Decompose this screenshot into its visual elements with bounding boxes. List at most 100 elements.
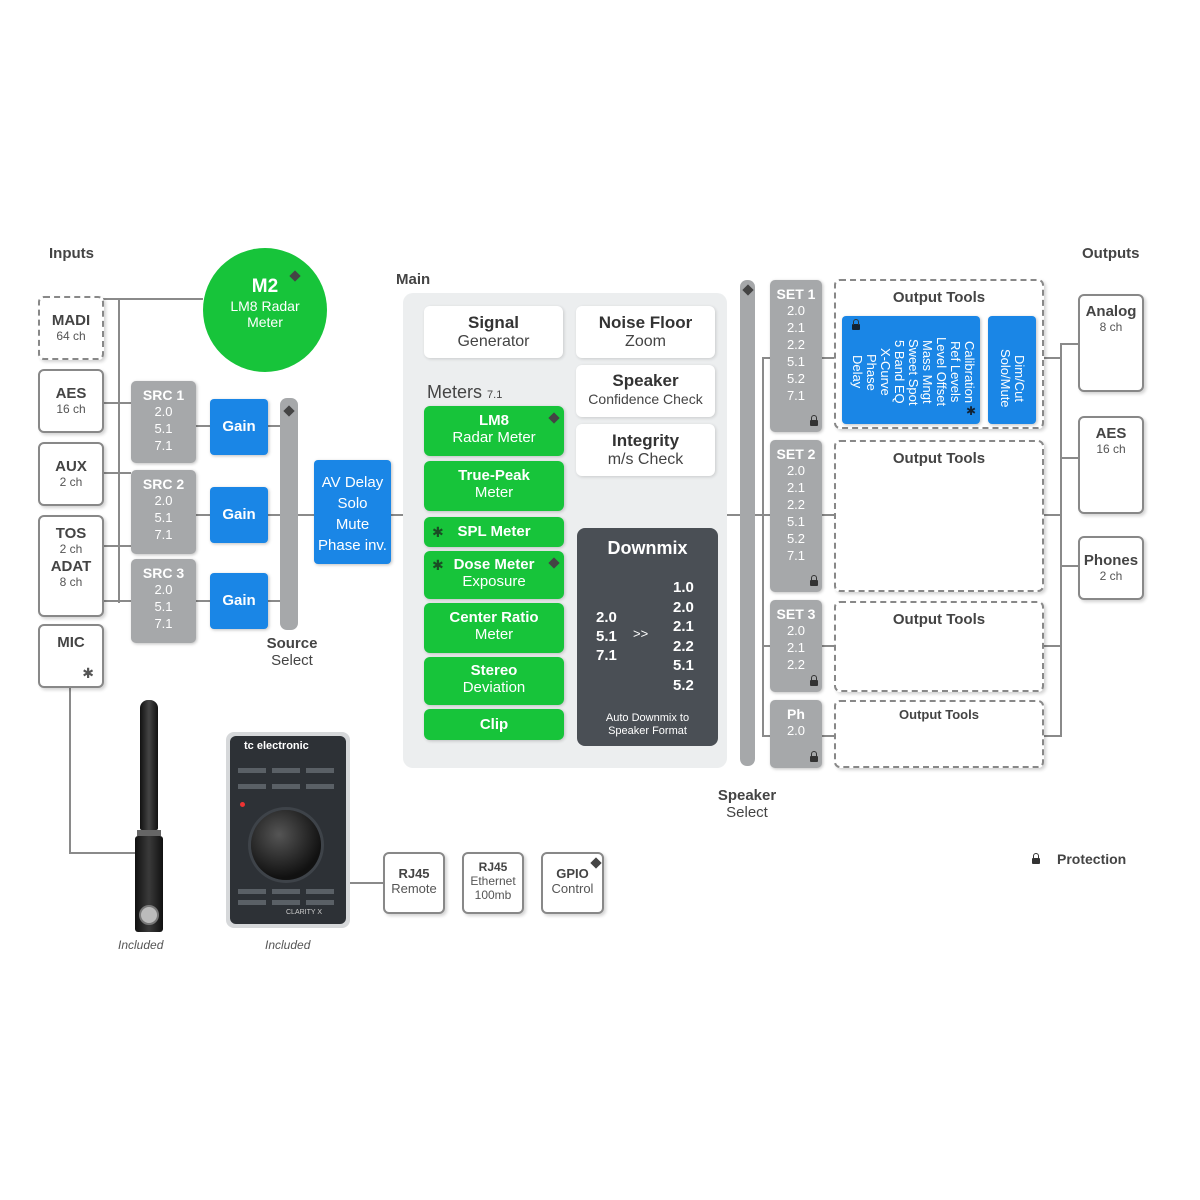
controller-button-row [236,887,340,911]
output-analog: Analog 8 ch [1078,294,1144,392]
speaker-set-1[interactable]: SET 1 2.0 2.1 2.2 5.1 5.2 7.1 [770,280,822,432]
tool-solo-mute: Solo/Mute [998,348,1013,408]
downmix-note-line2: Speaker Format [608,725,687,737]
output-tools-2: Output Tools [834,440,1044,592]
meter-dose-sub: Exposure [462,573,526,590]
output-tools-2-title: Output Tools [892,450,986,467]
asterisk-icon: ✱ [432,524,444,540]
meters-title: Meters [427,382,483,402]
rj45-ethernet-speed: 100mb [474,888,512,902]
signal-generator-sub: Generator [457,333,530,350]
meter-true-peak[interactable]: True-Peak Meter [424,461,564,511]
av-delay-box[interactable]: AV Delay Solo Mute Phase inv. [314,460,391,564]
tool-calibration: Calibration [962,340,977,404]
set-ph-title: Ph [787,706,805,722]
source-3-title: SRC 3 [142,565,185,581]
downmix-to-item: 5.2 [673,676,694,694]
indicator-led [240,802,245,807]
speaker-set-2[interactable]: SET 2 2.0 2.1 2.2 5.1 5.2 7.1 [770,440,822,592]
meter-clip-title: Clip [479,716,509,733]
meter-center-ratio[interactable]: Center Ratio Meter [424,603,564,653]
lock-icon [810,575,818,586]
tool-dim-cut: Dim/Cut [1012,354,1027,402]
input-madi-title: MADI [51,312,91,329]
tools-list-box[interactable]: Delay Phase X-Curve 5 Band EQ Sweet Spot… [842,316,980,424]
meter-stereo-sub: Deviation [462,679,526,696]
controller-knob [251,810,321,880]
meters-sup: 7.1 [487,389,503,401]
meter-lm8-radar[interactable]: LM8 Radar Meter [424,406,564,456]
gain-button-3[interactable]: Gain [210,573,268,629]
meter-stereo-title: Stereo [470,662,518,679]
gain-button-2[interactable]: Gain [210,487,268,543]
tool-sweet-spot: Sweet Spot [906,338,921,406]
set-1-format: 2.2 [786,337,806,352]
meter-center-ratio-title: Center Ratio [449,609,539,626]
rj45-remote: RJ45 Remote [383,852,445,914]
tool-phase: Phase [864,353,879,391]
set-3-format: 2.0 [786,623,806,638]
lock-icon [810,751,818,762]
source-3-format: 2.0 [154,582,173,597]
downmix-to-item: 2.1 [673,618,694,635]
gain-button-1[interactable]: Gain [210,399,268,455]
mic-included-label: Included [118,938,164,952]
downmix-from: 2.0 5.1 7.1 [596,608,617,665]
input-tos-title: TOS [55,525,87,542]
dim-cut-box[interactable]: Solo/Mute Dim/Cut [988,316,1036,424]
source-select-bar[interactable] [280,398,298,630]
output-aes: AES 16 ch [1078,416,1144,514]
downmix-arrow: >> [633,626,649,641]
inputs-heading: Inputs [49,245,94,262]
tool-5-band-eq: 5 Band EQ [892,340,907,404]
set-2-format: 7.1 [786,548,806,563]
meter-dose[interactable]: ✱ Dose Meter Exposure [424,551,564,599]
speaker-set-3[interactable]: SET 3 2.0 2.1 2.2 [770,600,822,692]
mute-label: Mute [335,516,370,533]
meter-spl[interactable]: ✱ SPL Meter [424,517,564,547]
source-1-format: 5.1 [154,421,173,436]
speaker-confidence-check[interactable]: Speaker Confidence Check [576,365,715,417]
lock-icon [1032,853,1040,864]
downmix-from-item: 5.1 [596,628,617,645]
gpio-control: GPIO Control [541,852,604,914]
m2-radar-meter: M2 LM8 Radar Meter [203,248,327,372]
downmix-to-item: 5.1 [673,657,694,674]
noise-floor-title: Noise Floor [598,313,693,332]
meter-stereo-deviation[interactable]: Stereo Deviation [424,657,564,705]
source-1-title: SRC 1 [142,387,185,403]
speaker-select-line2: Select [726,804,768,821]
controller-button-row [236,762,340,802]
rj45-remote-sub: Remote [391,881,437,896]
input-aes-title: AES [55,385,87,402]
speaker-set-phones[interactable]: Ph 2.0 [770,700,822,768]
asterisk-icon: ✱ [82,665,94,681]
set-1-format: 7.1 [786,388,806,403]
meter-true-peak-sub: Meter [474,484,514,501]
speaker-select-bar[interactable] [740,280,755,766]
tool-x-curve: X-Curve [878,348,893,396]
output-tools-3: Output Tools [834,601,1044,692]
input-aux-channels: 2 ch [59,475,83,489]
downmix-panel[interactable]: Downmix 2.0 5.1 7.1 >> 1.0 2.0 2.1 2.2 5… [577,528,718,746]
source-select-label: Source Select [252,635,332,669]
asterisk-icon: ✱ [966,404,977,418]
output-phones-channels: 2 ch [1099,569,1123,583]
meter-clip[interactable]: Clip [424,709,564,740]
integrity-sub: m/s Check [607,451,684,468]
downmix-to: 1.0 2.0 2.1 2.2 5.1 5.2 [673,578,694,695]
meter-dose-title: Dose Meter [453,556,535,573]
input-aux: AUX 2 ch [38,442,104,506]
outputs-heading: Outputs [1082,245,1140,262]
set-2-format: 2.0 [786,463,806,478]
output-analog-title: Analog [1085,303,1137,320]
meter-lm8-sub: Radar Meter [452,429,536,446]
integrity-check[interactable]: Integrity m/s Check [576,424,715,476]
rj45-ethernet-sub: Ethernet [470,874,516,888]
noise-floor-zoom[interactable]: Noise Floor Zoom [576,306,715,358]
tool-delay: Delay [850,355,865,389]
signal-generator[interactable]: Signal Generator [424,306,563,358]
set-1-format: 2.0 [786,303,806,318]
downmix-note-line1: Auto Downmix to [605,712,690,724]
input-adat-title: ADAT [50,558,92,575]
